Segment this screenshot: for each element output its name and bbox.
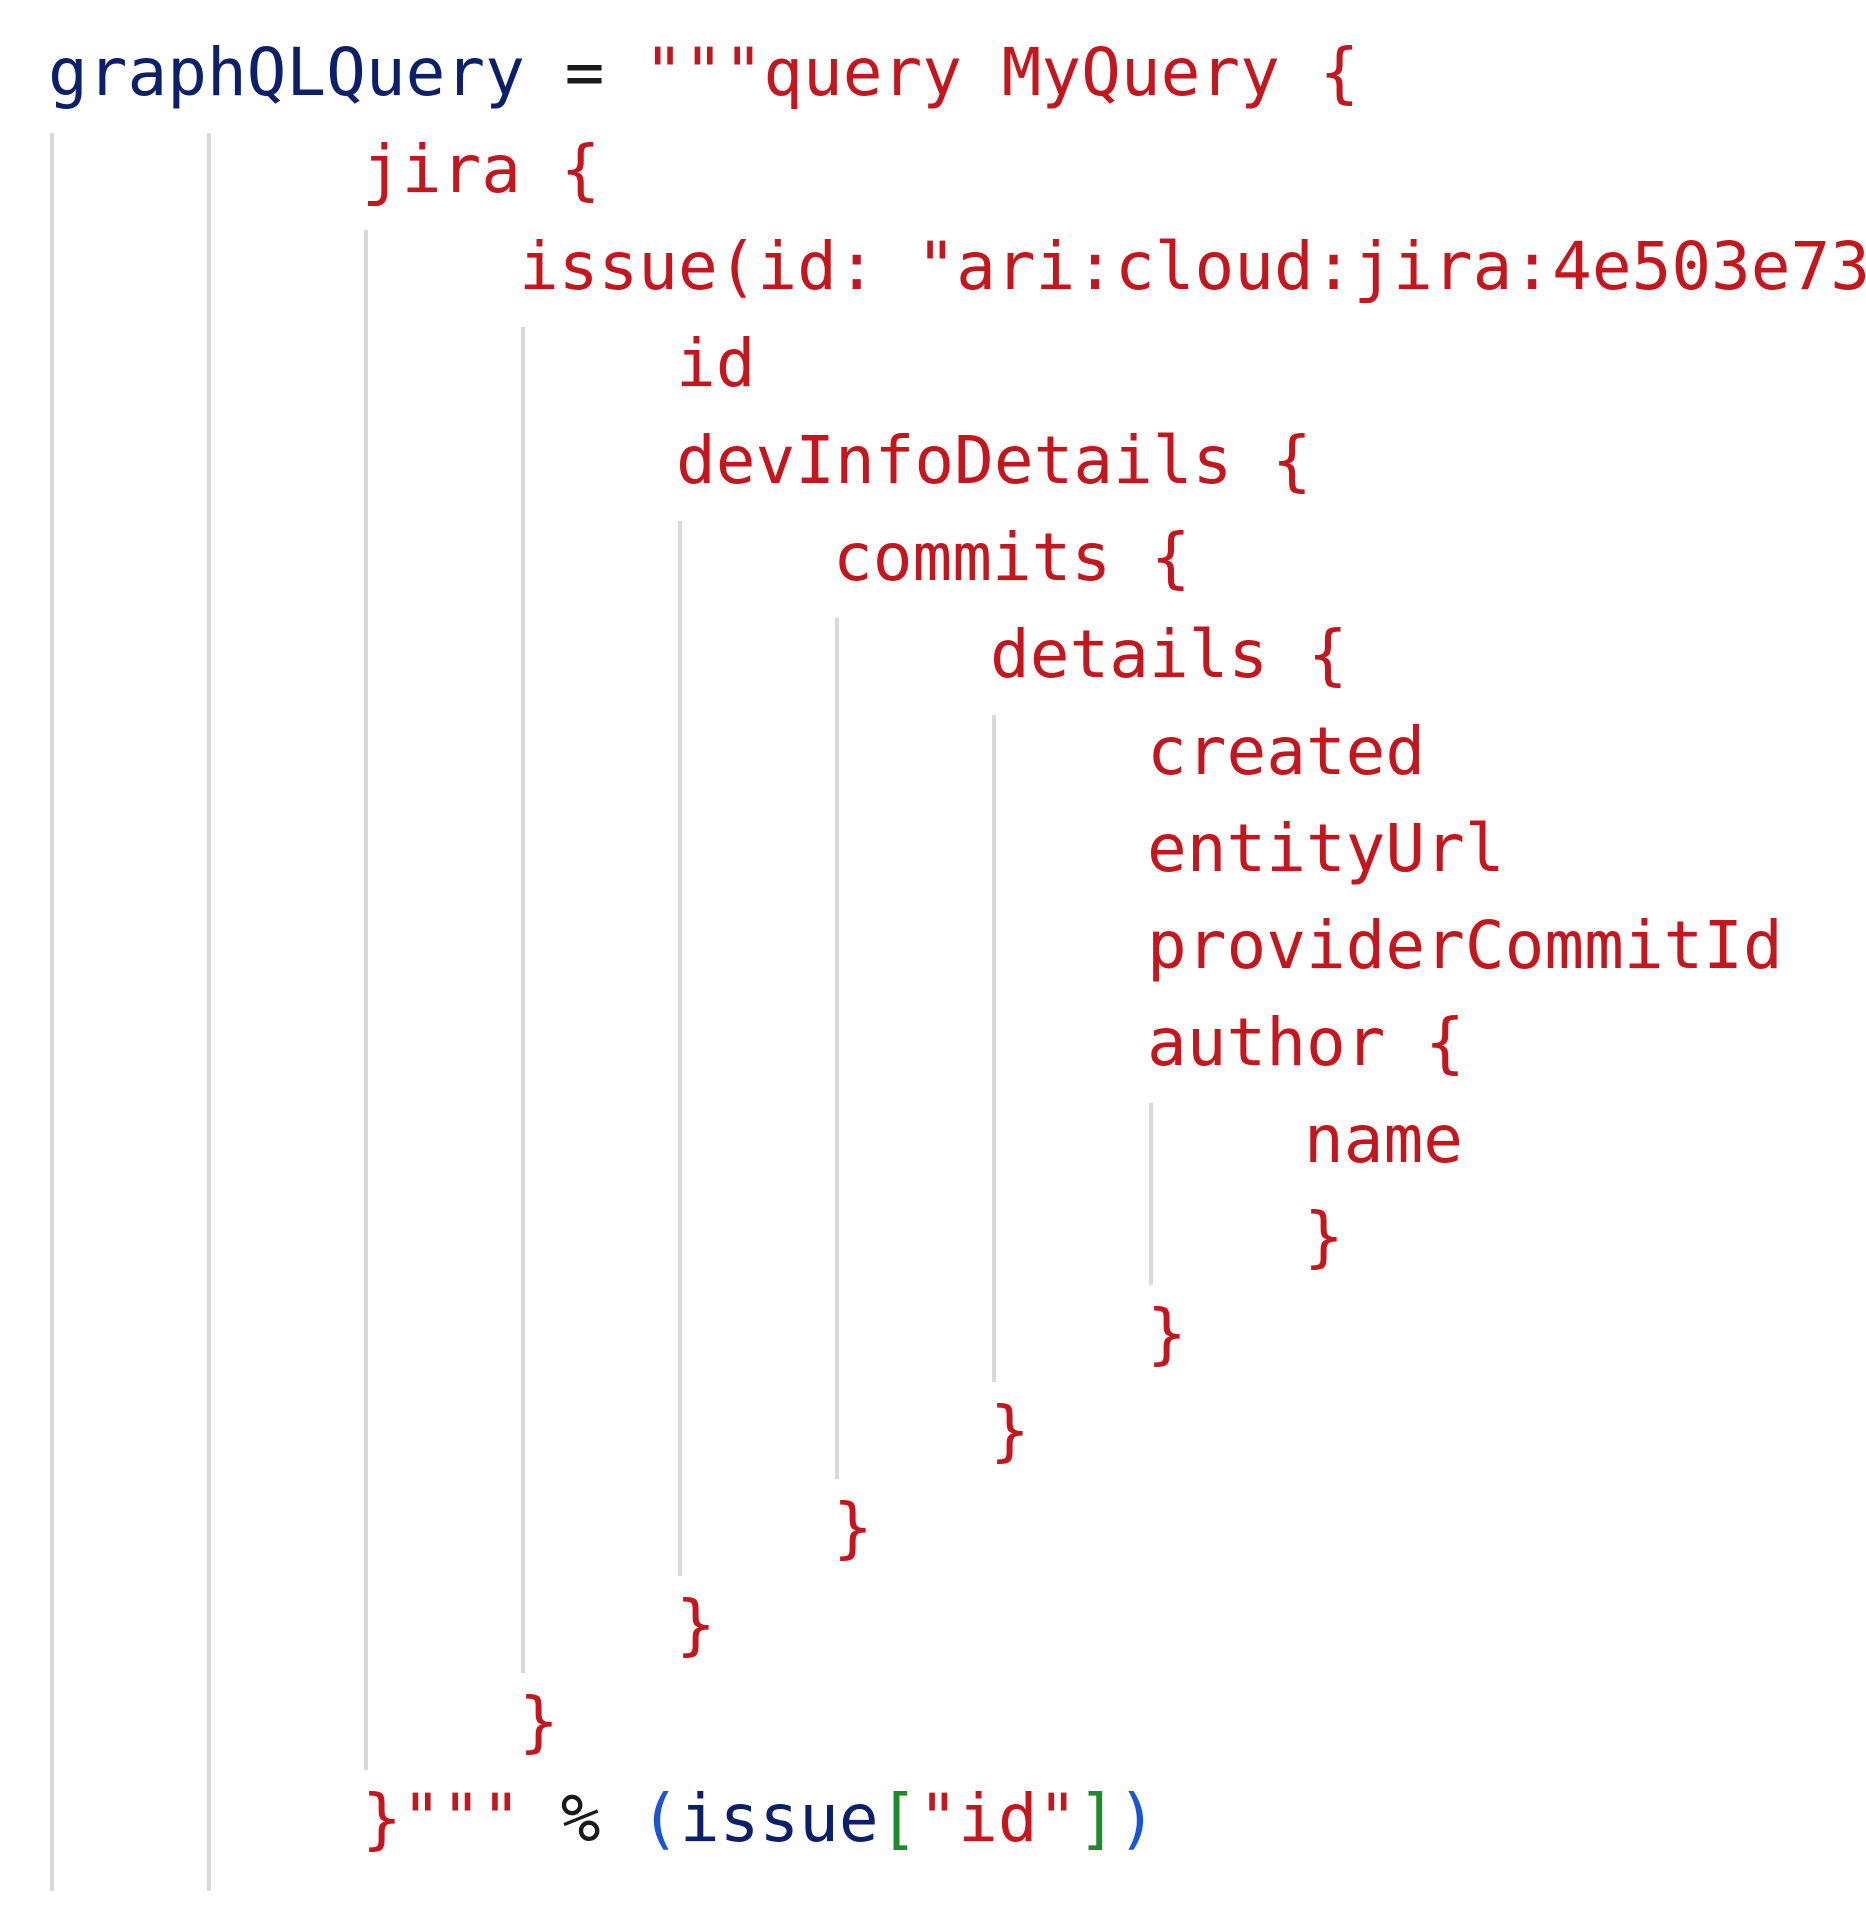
code-token: devInfoDetails {	[676, 422, 1312, 499]
code-token: author {	[1147, 1004, 1465, 1081]
code-token: ]	[1077, 1780, 1118, 1857]
code-line: providerCommitId	[1147, 897, 1783, 994]
code-line: details {	[990, 606, 1348, 703]
code-line: author {	[1147, 994, 1465, 1091]
code-token: name	[1304, 1101, 1463, 1178]
code-token: %	[520, 1780, 641, 1857]
code-token: jira {	[362, 131, 601, 208]
code-token: }	[1147, 1295, 1187, 1372]
indent-guide	[521, 327, 525, 1673]
code-line: graphQLQuery = """query MyQuery {	[48, 24, 1359, 121]
code-token: =	[524, 34, 645, 111]
code-line: devInfoDetails {	[676, 412, 1312, 509]
indent-guide	[992, 715, 996, 1382]
code-token: id	[676, 325, 756, 402]
code-token: (	[640, 1780, 680, 1857]
code-line: commits {	[833, 509, 1191, 606]
code-line: }""" % (issue["id"])	[362, 1770, 1157, 1867]
indent-guide	[50, 133, 54, 1892]
code-line: name	[1304, 1091, 1463, 1188]
code-token: created	[1147, 713, 1426, 790]
code-token: """query MyQuery {	[644, 34, 1360, 111]
code-line: entityUrl	[1147, 800, 1505, 897]
code-line: }	[833, 1479, 873, 1576]
code-line: }	[1147, 1285, 1187, 1382]
code-line: created	[1147, 703, 1425, 800]
code-token: }	[676, 1586, 716, 1663]
code-token: [	[878, 1780, 919, 1857]
code-line: jira {	[362, 121, 600, 218]
code-line: issue(id: "ari:cloud:jira:4e503e73	[519, 218, 1866, 315]
code-token: )	[1117, 1780, 1157, 1857]
code-line: }	[1304, 1188, 1344, 1285]
code-token: entityUrl	[1147, 810, 1505, 887]
code-token: }"""	[362, 1780, 521, 1857]
code-token: commits {	[833, 519, 1191, 596]
indent-guide	[207, 133, 211, 1892]
code-token: }	[1304, 1198, 1344, 1275]
code-token: }	[519, 1683, 559, 1760]
indent-guide	[835, 618, 839, 1479]
code-token: "id"	[918, 1780, 1078, 1857]
code-line: }	[990, 1382, 1030, 1479]
code-token: providerCommitId	[1147, 907, 1783, 984]
indent-guide	[1149, 1103, 1153, 1285]
code-token: issue	[679, 1780, 879, 1857]
code-line: id	[676, 315, 755, 412]
code-line: }	[676, 1576, 716, 1673]
code-token: graphQLQuery	[48, 34, 525, 111]
indent-guide	[364, 230, 368, 1770]
code-token: }	[833, 1489, 873, 1566]
code-token: }	[990, 1392, 1030, 1469]
indent-guide	[678, 521, 682, 1576]
code-token: details {	[990, 616, 1348, 693]
code-line: }	[519, 1673, 559, 1770]
code-token: issue(id: "ari:cloud:jira:4e503e73	[519, 228, 1866, 305]
